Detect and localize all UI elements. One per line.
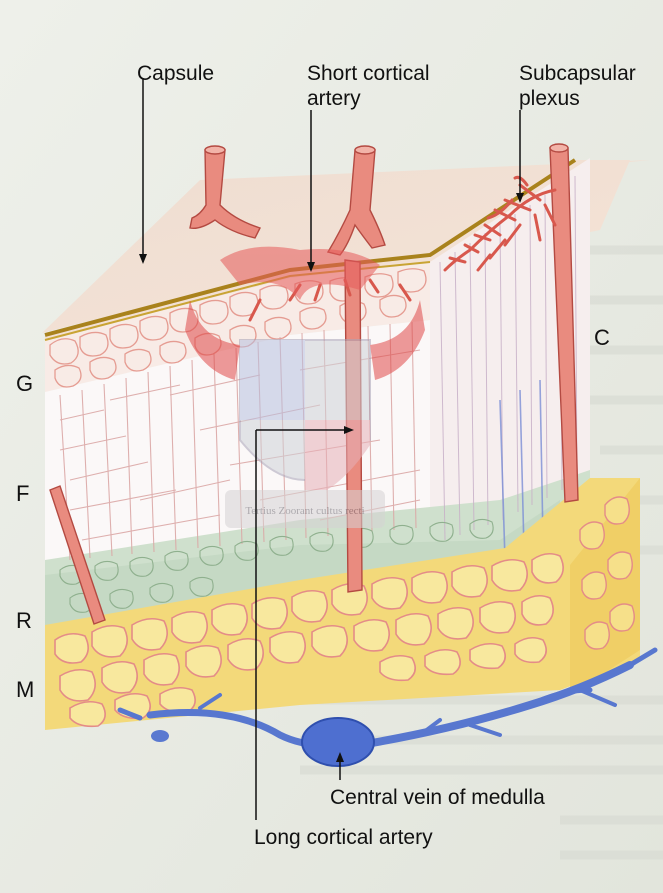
- label-short-cortical-artery-1: Short cortical: [307, 62, 430, 86]
- label-zone-f: F: [16, 482, 29, 506]
- label-zone-c: C: [594, 326, 610, 350]
- label-subcapsular-plexus-2: plexus: [519, 87, 580, 111]
- label-long-cortical-artery: Long cortical artery: [254, 826, 433, 850]
- watermark-motto: Tertius Zoorant cultus recti: [245, 505, 364, 517]
- label-zone-r: R: [16, 609, 32, 633]
- label-subcapsular-plexus-1: Subcapsular: [519, 62, 636, 86]
- label-zone-m: M: [16, 678, 34, 702]
- label-zone-g: G: [16, 372, 33, 396]
- label-central-vein: Central vein of medulla: [330, 786, 545, 810]
- label-capsule: Capsule: [137, 62, 214, 86]
- label-short-cortical-artery-2: artery: [307, 87, 361, 111]
- vein-small: [151, 730, 169, 742]
